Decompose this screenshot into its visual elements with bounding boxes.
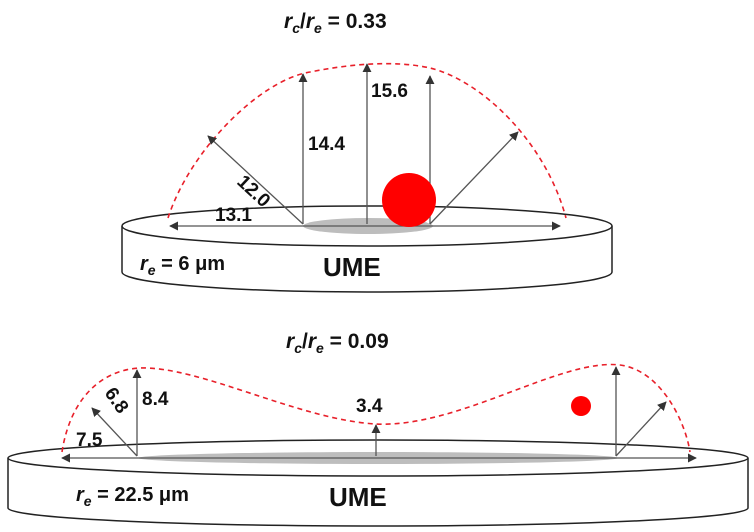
bottom-ume-label: UME bbox=[329, 482, 387, 512]
bottom-diffusion-boundary bbox=[61, 363, 691, 453]
bottom-label-6-8: 6.8 bbox=[100, 384, 132, 418]
top-label-14-4: 14.4 bbox=[308, 134, 345, 155]
bottom-distance-arrows bbox=[61, 366, 697, 463]
top-label-15-6: 15.6 bbox=[371, 81, 408, 102]
bottom-ratio-title: rc/re = 0.09 bbox=[286, 330, 389, 356]
top-ume-label: UME bbox=[323, 252, 381, 282]
top-distance-arrows bbox=[169, 63, 561, 231]
bottom-label-3-4: 3.4 bbox=[356, 396, 383, 417]
bottom-radius-label: re = 22.5 μm bbox=[76, 484, 189, 509]
top-diffusion-boundary bbox=[167, 62, 567, 219]
bottom-particle bbox=[571, 396, 591, 416]
top-ratio-title: rc/re = 0.33 bbox=[284, 10, 387, 36]
bottom-label-8-4: 8.4 bbox=[142, 389, 169, 410]
bottom-label-7-5: 7.5 bbox=[76, 430, 103, 451]
top-radius-label: re = 6 μm bbox=[140, 253, 225, 278]
top-label-13-1: 13.1 bbox=[215, 205, 252, 226]
top-particle bbox=[382, 173, 436, 227]
